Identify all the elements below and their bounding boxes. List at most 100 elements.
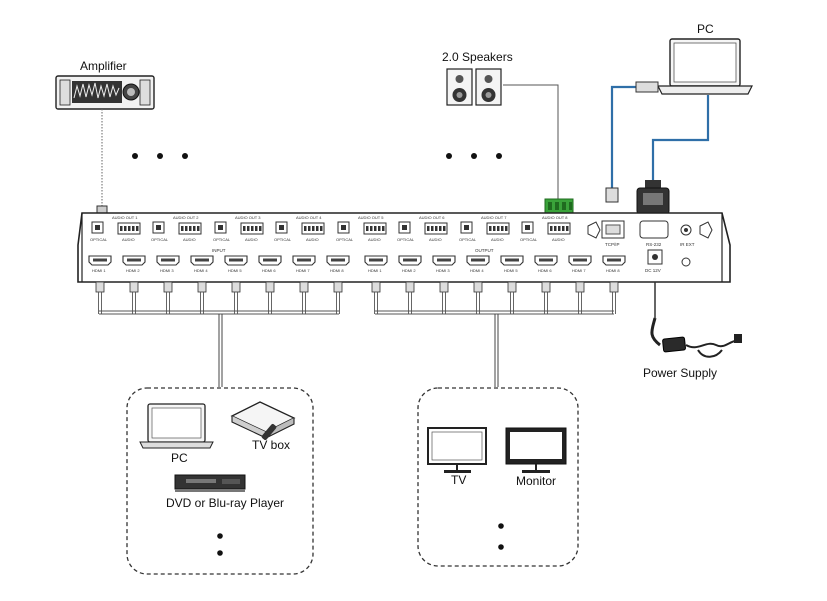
hdmi-in-label-8: HDMI 8: [330, 268, 344, 273]
tv-label: TV: [451, 473, 467, 487]
audio-label-6: AUDIO: [429, 237, 442, 242]
hdmi-in-port-6: [258, 255, 282, 266]
audio-out-label-2: AUDIO OUT 2: [173, 215, 199, 220]
tcpip-label: TCP/IP: [605, 242, 620, 247]
hdmi-in-port-8: [326, 255, 350, 266]
audio-out-label-7: AUDIO OUT 7: [481, 215, 507, 220]
hdmi-cable-connector: [333, 281, 343, 293]
hdmi-out-label-3: HDMI 3: [436, 268, 450, 273]
display-devices-group: [417, 387, 579, 567]
optical-label-6: OPTICAL: [397, 237, 415, 242]
optical-label-1: OPTICAL: [90, 237, 108, 242]
hdmi-cable-connector: [575, 281, 585, 293]
audio-out-label-1: AUDIO OUT 1: [112, 215, 138, 220]
optical-label-5: OPTICAL: [336, 237, 354, 242]
audio-label-1: AUDIO: [122, 237, 135, 242]
hdmi-out-label-5: HDMI 5: [504, 268, 518, 273]
output-label: OUTPUT: [475, 248, 494, 253]
dvd-player-icon: [174, 474, 246, 492]
power-adapter-icon: [650, 317, 742, 358]
audio-label-7: AUDIO: [491, 237, 504, 242]
hdmi-in-port-1: [88, 255, 112, 266]
hdmi-in-port-3: [156, 255, 180, 266]
hdmi-out-label-7: HDMI 7: [572, 268, 586, 273]
audio-out-label-6: AUDIO OUT 6: [419, 215, 445, 220]
hdmi-out-label-8: HDMI 8: [606, 268, 620, 273]
speakers-icon: [446, 68, 502, 106]
optical-label-2: OPTICAL: [151, 237, 169, 242]
power-supply-label: Power Supply: [643, 366, 718, 380]
audio-out-port-2: [152, 221, 202, 235]
optical-label-7: OPTICAL: [459, 237, 477, 242]
amplifier-label: Amplifier: [80, 59, 127, 73]
hdmi-in-label-4: HDMI 4: [194, 268, 208, 273]
rs232-label: RS-232: [646, 242, 662, 247]
ir-ext-label: IR EXT: [680, 242, 695, 247]
optical-label-4: OPTICAL: [274, 237, 292, 242]
hdmi-cable-connector: [163, 281, 173, 293]
audio-out-label-8: AUDIO OUT 8: [542, 215, 568, 220]
audio-out-port-1: [91, 221, 141, 235]
audio-label-2: AUDIO: [183, 237, 196, 242]
audio-out-port-3: [214, 221, 264, 235]
hdmi-in-label-7: HDMI 7: [296, 268, 310, 273]
hdmi-out-label-1: HDMI 1: [368, 268, 382, 273]
hdmi-in-label-6: HDMI 6: [262, 268, 276, 273]
hdmi-in-port-4: [190, 255, 214, 266]
audio-out-port-4: [275, 221, 325, 235]
hdmi-out-port-3: [432, 255, 456, 266]
audio-out-label-3: AUDIO OUT 3: [235, 215, 261, 220]
hdmi-cable-connector: [231, 281, 241, 293]
dvd-player-label: DVD or Blu-ray Player: [166, 496, 285, 510]
hdmi-in-label-1: HDMI 1: [92, 268, 106, 273]
hdmi-out-label-2: HDMI 2: [402, 268, 416, 273]
speakers-label: 2.0 Speakers: [442, 50, 513, 64]
monitor-icon: [505, 427, 567, 473]
pc-source-label: PC: [171, 451, 188, 465]
audio-out-port-8: [521, 221, 571, 235]
audio-out-label-5: AUDIO OUT 5: [358, 215, 384, 220]
hdmi-in-label-5: HDMI 5: [228, 268, 242, 273]
hdmi-out-label-4: HDMI 4: [470, 268, 484, 273]
hdmi-out-port-7: [568, 255, 592, 266]
hdmi-cable-connector: [265, 281, 275, 293]
hdmi-cable-connector: [507, 281, 517, 293]
input-label: INPUT: [212, 248, 226, 253]
laptop-icon: [139, 403, 214, 449]
hdmi-out-port-6: [534, 255, 558, 266]
amplifier-icon: [55, 75, 155, 110]
audio-out-port-6: [398, 221, 448, 235]
laptop-icon: [657, 38, 753, 95]
pc-top-label: PC: [697, 22, 714, 36]
hdmi-cable-connector: [609, 281, 619, 293]
hdmi-matrix-device: AUDIO OUT 1 OPTICAL AUDIO AUDIO OUT 2 OPTICA…: [77, 212, 731, 283]
hdmi-out-label-6: HDMI 6: [538, 268, 552, 273]
hdmi-in-port-7: [292, 255, 316, 266]
dc-label: DC 12V: [645, 268, 661, 273]
hdmi-in-port-2: [122, 255, 146, 266]
tv-box-label: TV box: [252, 438, 291, 452]
hdmi-cable-connector: [129, 281, 139, 293]
hdmi-cable-connector: [405, 281, 415, 293]
remote-icon: [261, 423, 277, 441]
audio-label-4: AUDIO: [306, 237, 319, 242]
hdmi-out-port-2: [398, 255, 422, 266]
monitor-label: Monitor: [516, 474, 557, 488]
audio-label-8: AUDIO: [552, 237, 565, 242]
hdmi-cable-connector: [371, 281, 381, 293]
hdmi-out-port-4: [466, 255, 490, 266]
optical-label-3: OPTICAL: [213, 237, 231, 242]
hdmi-out-port-5: [500, 255, 524, 266]
hdmi-out-port-1: [364, 255, 388, 266]
hdmi-cable-connector: [439, 281, 449, 293]
hdmi-cable-connector: [299, 281, 309, 293]
hdmi-cable-connector: [473, 281, 483, 293]
audio-out-port-7: [460, 221, 510, 235]
hdmi-cable-connector: [197, 281, 207, 293]
hdmi-cable-connector: [541, 281, 551, 293]
optical-label-8: OPTICAL: [520, 237, 538, 242]
source-devices-group: [126, 387, 314, 575]
tv-icon: [427, 427, 487, 473]
audio-out-label-4: AUDIO OUT 4: [296, 215, 322, 220]
